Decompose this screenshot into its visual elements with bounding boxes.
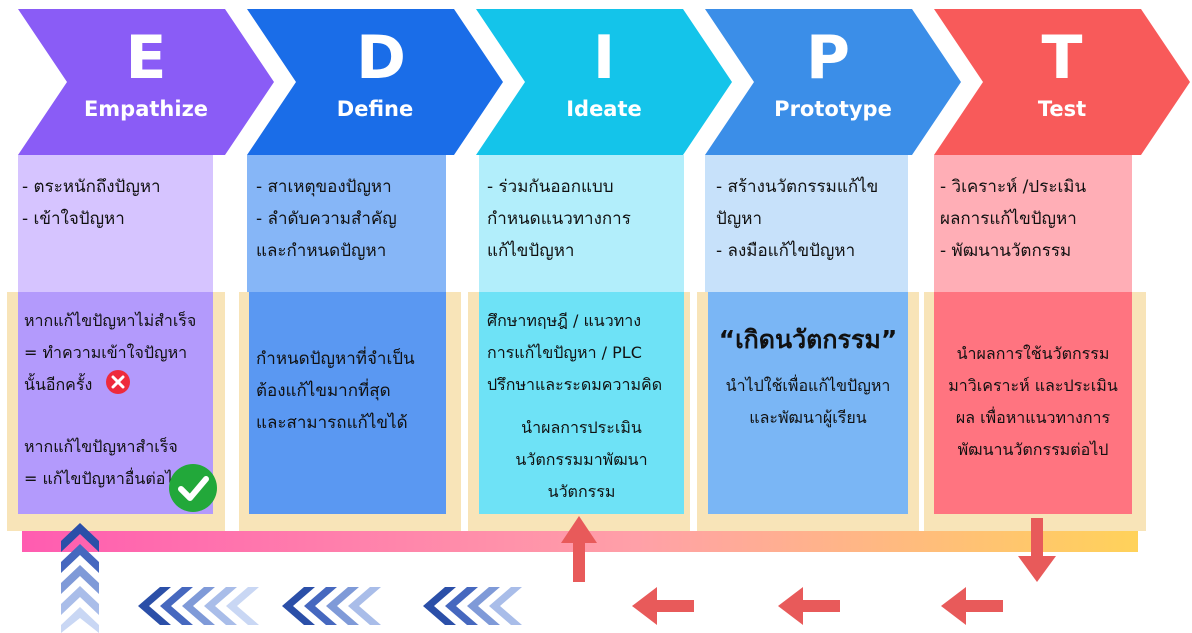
text-line: นวัตกรรม xyxy=(547,482,616,501)
define-top-box xyxy=(247,155,446,293)
innovation-quote: “เกิดนวัตกรรม” xyxy=(718,325,898,354)
chevron-header: E Empathize D Define I Ideate P Prototyp… xyxy=(18,9,1190,155)
empathize-bottom-text: หากแก้ไขปัญหาไม่สำเร็จ = ทำความเข้าใจปัญ… xyxy=(24,305,196,495)
text-line: นำไปใช้เพื่อแก้ไขปัญหา xyxy=(725,376,891,395)
text-line: - ตระหนักถึงปัญหา xyxy=(22,177,161,197)
text-line: = ทำความเข้าใจปัญหา xyxy=(24,343,188,362)
text-line: และสามารถแก้ไขได้ xyxy=(256,413,408,433)
flow-bar xyxy=(22,531,1138,552)
text-line: - วิเคราะห์ /ประเมิน xyxy=(940,177,1087,197)
chevron-empathize xyxy=(18,9,274,155)
text-line: ต้องแก้ไขมากที่สุด xyxy=(256,381,391,401)
ideate-bottom-box xyxy=(479,292,684,514)
define-bottom-box xyxy=(249,292,446,514)
text-line: นวัตกรรมมาพัฒนา xyxy=(515,450,648,469)
chevron-left-group-icon xyxy=(282,587,381,625)
stage-title: Ideate xyxy=(566,97,642,121)
text-line: - พัฒนานวัตกรรม xyxy=(940,241,1072,261)
text-line: ปรึกษาและระดมความคิด xyxy=(487,375,663,394)
prototype-top-text: - สร้างนวัตกรรมแก้ไข ปัญหา - ลงมือแก้ไขป… xyxy=(716,171,878,267)
chevron-up-stack-icon xyxy=(61,523,99,633)
test-top-box xyxy=(934,155,1132,293)
text-line: มาวิเคราะห์ และประเมิน xyxy=(948,376,1118,395)
text-line: = แก้ไขปัญหาอื่นต่อไป xyxy=(24,469,184,488)
text-line: กำหนดแนวทางการ xyxy=(487,209,631,229)
text-line: หากแก้ไขปัญหาไม่สำเร็จ xyxy=(24,311,197,330)
chevron-define xyxy=(247,9,503,155)
chevron-left-group-icon xyxy=(138,587,259,625)
ideate-bottom-text-2: นำผลการประเมิน นวัตกรรมมาพัฒนา นวัตกรรม xyxy=(479,412,684,508)
text-line: หากแก้ไขปัญหาสำเร็จ xyxy=(24,437,178,456)
stage-letter: D xyxy=(356,23,406,93)
text-line: - ลำดับความสำคัญ xyxy=(256,209,397,229)
chevron-test xyxy=(934,9,1190,155)
test-bottom-text: นำผลการใช้นวัตกรรม มาวิเคราะห์ และประเมิ… xyxy=(934,338,1132,466)
text-line: แก้ไขปัญหา xyxy=(487,241,575,261)
define-top-text: - สาเหตุของปัญหา - ลำดับความสำคัญ และกำห… xyxy=(256,171,397,267)
stage-title: Define xyxy=(337,97,413,121)
stage-letter: I xyxy=(593,23,615,93)
stage-title: Prototype xyxy=(774,97,892,121)
stage-letter: P xyxy=(806,23,850,93)
stage-letter: T xyxy=(1042,23,1083,93)
ideate-top-text: - ร่วมกันออกแบบ กำหนดแนวทางการ แก้ไขปัญห… xyxy=(487,171,631,267)
chevron-prototype xyxy=(705,9,961,155)
test-bottom-box xyxy=(934,292,1132,514)
ideate-bottom-text: ศึกษาทฤษฎี / แนวทาง การแก้ไขปัญหา / PLC … xyxy=(487,305,662,401)
ideate-top-box xyxy=(479,155,684,293)
left-arrow-icon xyxy=(941,587,1003,625)
prototype-bottom-box xyxy=(708,292,908,514)
define-bottom-text: กำหนดปัญหาที่จำเป็น ต้องแก้ไขมากที่สุด แ… xyxy=(256,343,415,439)
empathize-top-box xyxy=(18,155,213,293)
text-line: - สาเหตุของปัญหา xyxy=(256,177,392,197)
text-line: นำผลการใช้นวัตกรรม xyxy=(956,344,1110,363)
text-line: ผลการแก้ไขปัญหา xyxy=(940,209,1077,229)
stage-title: Test xyxy=(1038,97,1086,121)
stage-title: Empathize xyxy=(84,97,208,121)
chevron-left-group-icon xyxy=(423,587,522,625)
test-top-text: - วิเคราะห์ /ประเมิน ผลการแก้ไขปัญหา - พ… xyxy=(940,171,1086,267)
text-line: นำผลการประเมิน xyxy=(521,418,642,437)
text-line: - สร้างนวัตกรรมแก้ไข xyxy=(716,177,879,197)
text-line: การแก้ไขปัญหา / PLC xyxy=(487,343,642,362)
text-line: พัฒนานวัตกรรมต่อไป xyxy=(957,440,1109,459)
text-line: นั้นอีกครั้ง xyxy=(24,375,93,394)
text-line: กำหนดปัญหาที่จำเป็น xyxy=(256,349,415,369)
empathize-top-text: - ตระหนักถึงปัญหา - เข้าใจปัญหา xyxy=(22,171,161,235)
text-line: ศึกษาทฤษฎี / แนวทาง xyxy=(487,311,642,330)
text-line: - ร่วมกันออกแบบ xyxy=(487,177,614,197)
green-check-icon xyxy=(169,464,217,512)
text-line: ผล เพื่อหาแนวทางการ xyxy=(955,408,1111,427)
text-line: และกำหนดปัญหา xyxy=(256,241,387,261)
red-x-icon xyxy=(106,370,130,394)
text-line: - เข้าใจปัญหา xyxy=(22,209,125,229)
left-arrow-icon xyxy=(778,587,840,625)
chevron-ideate xyxy=(476,9,732,155)
text-line: และพัฒนาผู้เรียน xyxy=(749,408,867,427)
prototype-bottom-text: “เกิดนวัตกรรม” นำไปใช้เพื่อแก้ไขปัญหา แล… xyxy=(708,318,908,434)
prototype-top-box xyxy=(705,155,908,293)
text-line: ปัญหา xyxy=(716,209,763,229)
left-arrow-icon xyxy=(632,587,694,625)
stage-letter: E xyxy=(126,23,167,93)
text-line: - ลงมือแก้ไขปัญหา xyxy=(716,241,856,261)
